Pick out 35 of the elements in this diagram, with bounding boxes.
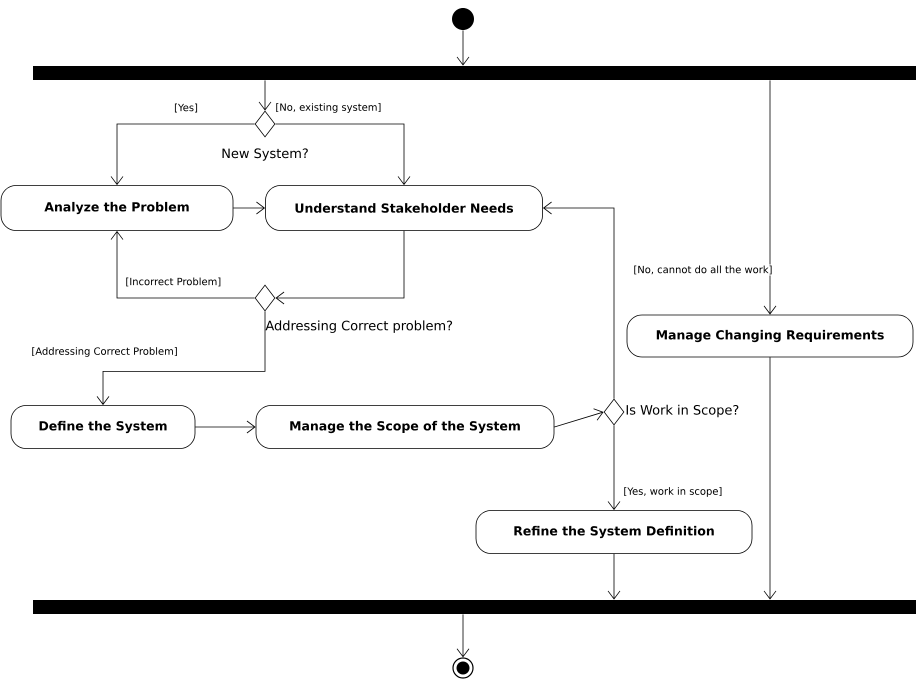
action-box: Manage the Scope of the System bbox=[256, 405, 554, 449]
guard-label: [Yes, work in scope] bbox=[622, 486, 724, 498]
action-box: Understand Stakeholder Needs bbox=[265, 185, 543, 231]
arrow bbox=[456, 30, 470, 66]
guard-label: [No, existing system] bbox=[274, 102, 382, 114]
arrow bbox=[110, 124, 256, 186]
arrow bbox=[608, 425, 620, 510]
synchronization-bar bbox=[33, 600, 916, 614]
decision-label: Is Work in Scope? bbox=[626, 404, 738, 418]
arrow bbox=[233, 202, 266, 214]
arrow bbox=[554, 408, 604, 428]
guard-label: [Addressing Correct Problem] bbox=[30, 346, 179, 358]
arrow bbox=[764, 80, 776, 315]
arrow bbox=[608, 554, 620, 600]
decision-label: Addressing Correct problem? bbox=[266, 320, 452, 333]
arrow bbox=[275, 124, 410, 186]
arrow bbox=[542, 202, 614, 399]
arrow bbox=[110, 230, 256, 298]
guard-label: [No, cannot do all the work] bbox=[632, 264, 774, 276]
action-box: Define the System bbox=[10, 405, 196, 449]
action-box: Analyze the Problem bbox=[0, 185, 234, 231]
arrow bbox=[764, 357, 776, 600]
arrow bbox=[456, 614, 470, 658]
guard-label: [Yes] bbox=[173, 102, 199, 114]
arrow bbox=[258, 80, 272, 111]
guard-label: [Incorrect Problem] bbox=[124, 276, 222, 288]
initial-node bbox=[452, 8, 474, 30]
arrow bbox=[275, 230, 404, 304]
action-box: Manage Changing Requirements bbox=[626, 314, 914, 358]
arrow bbox=[96, 311, 266, 406]
synchronization-bar bbox=[33, 66, 916, 80]
final-node bbox=[452, 657, 474, 679]
action-box: Refine the System Definition bbox=[476, 510, 752, 554]
arrow bbox=[195, 420, 256, 434]
decision-label: New System? bbox=[222, 148, 308, 161]
